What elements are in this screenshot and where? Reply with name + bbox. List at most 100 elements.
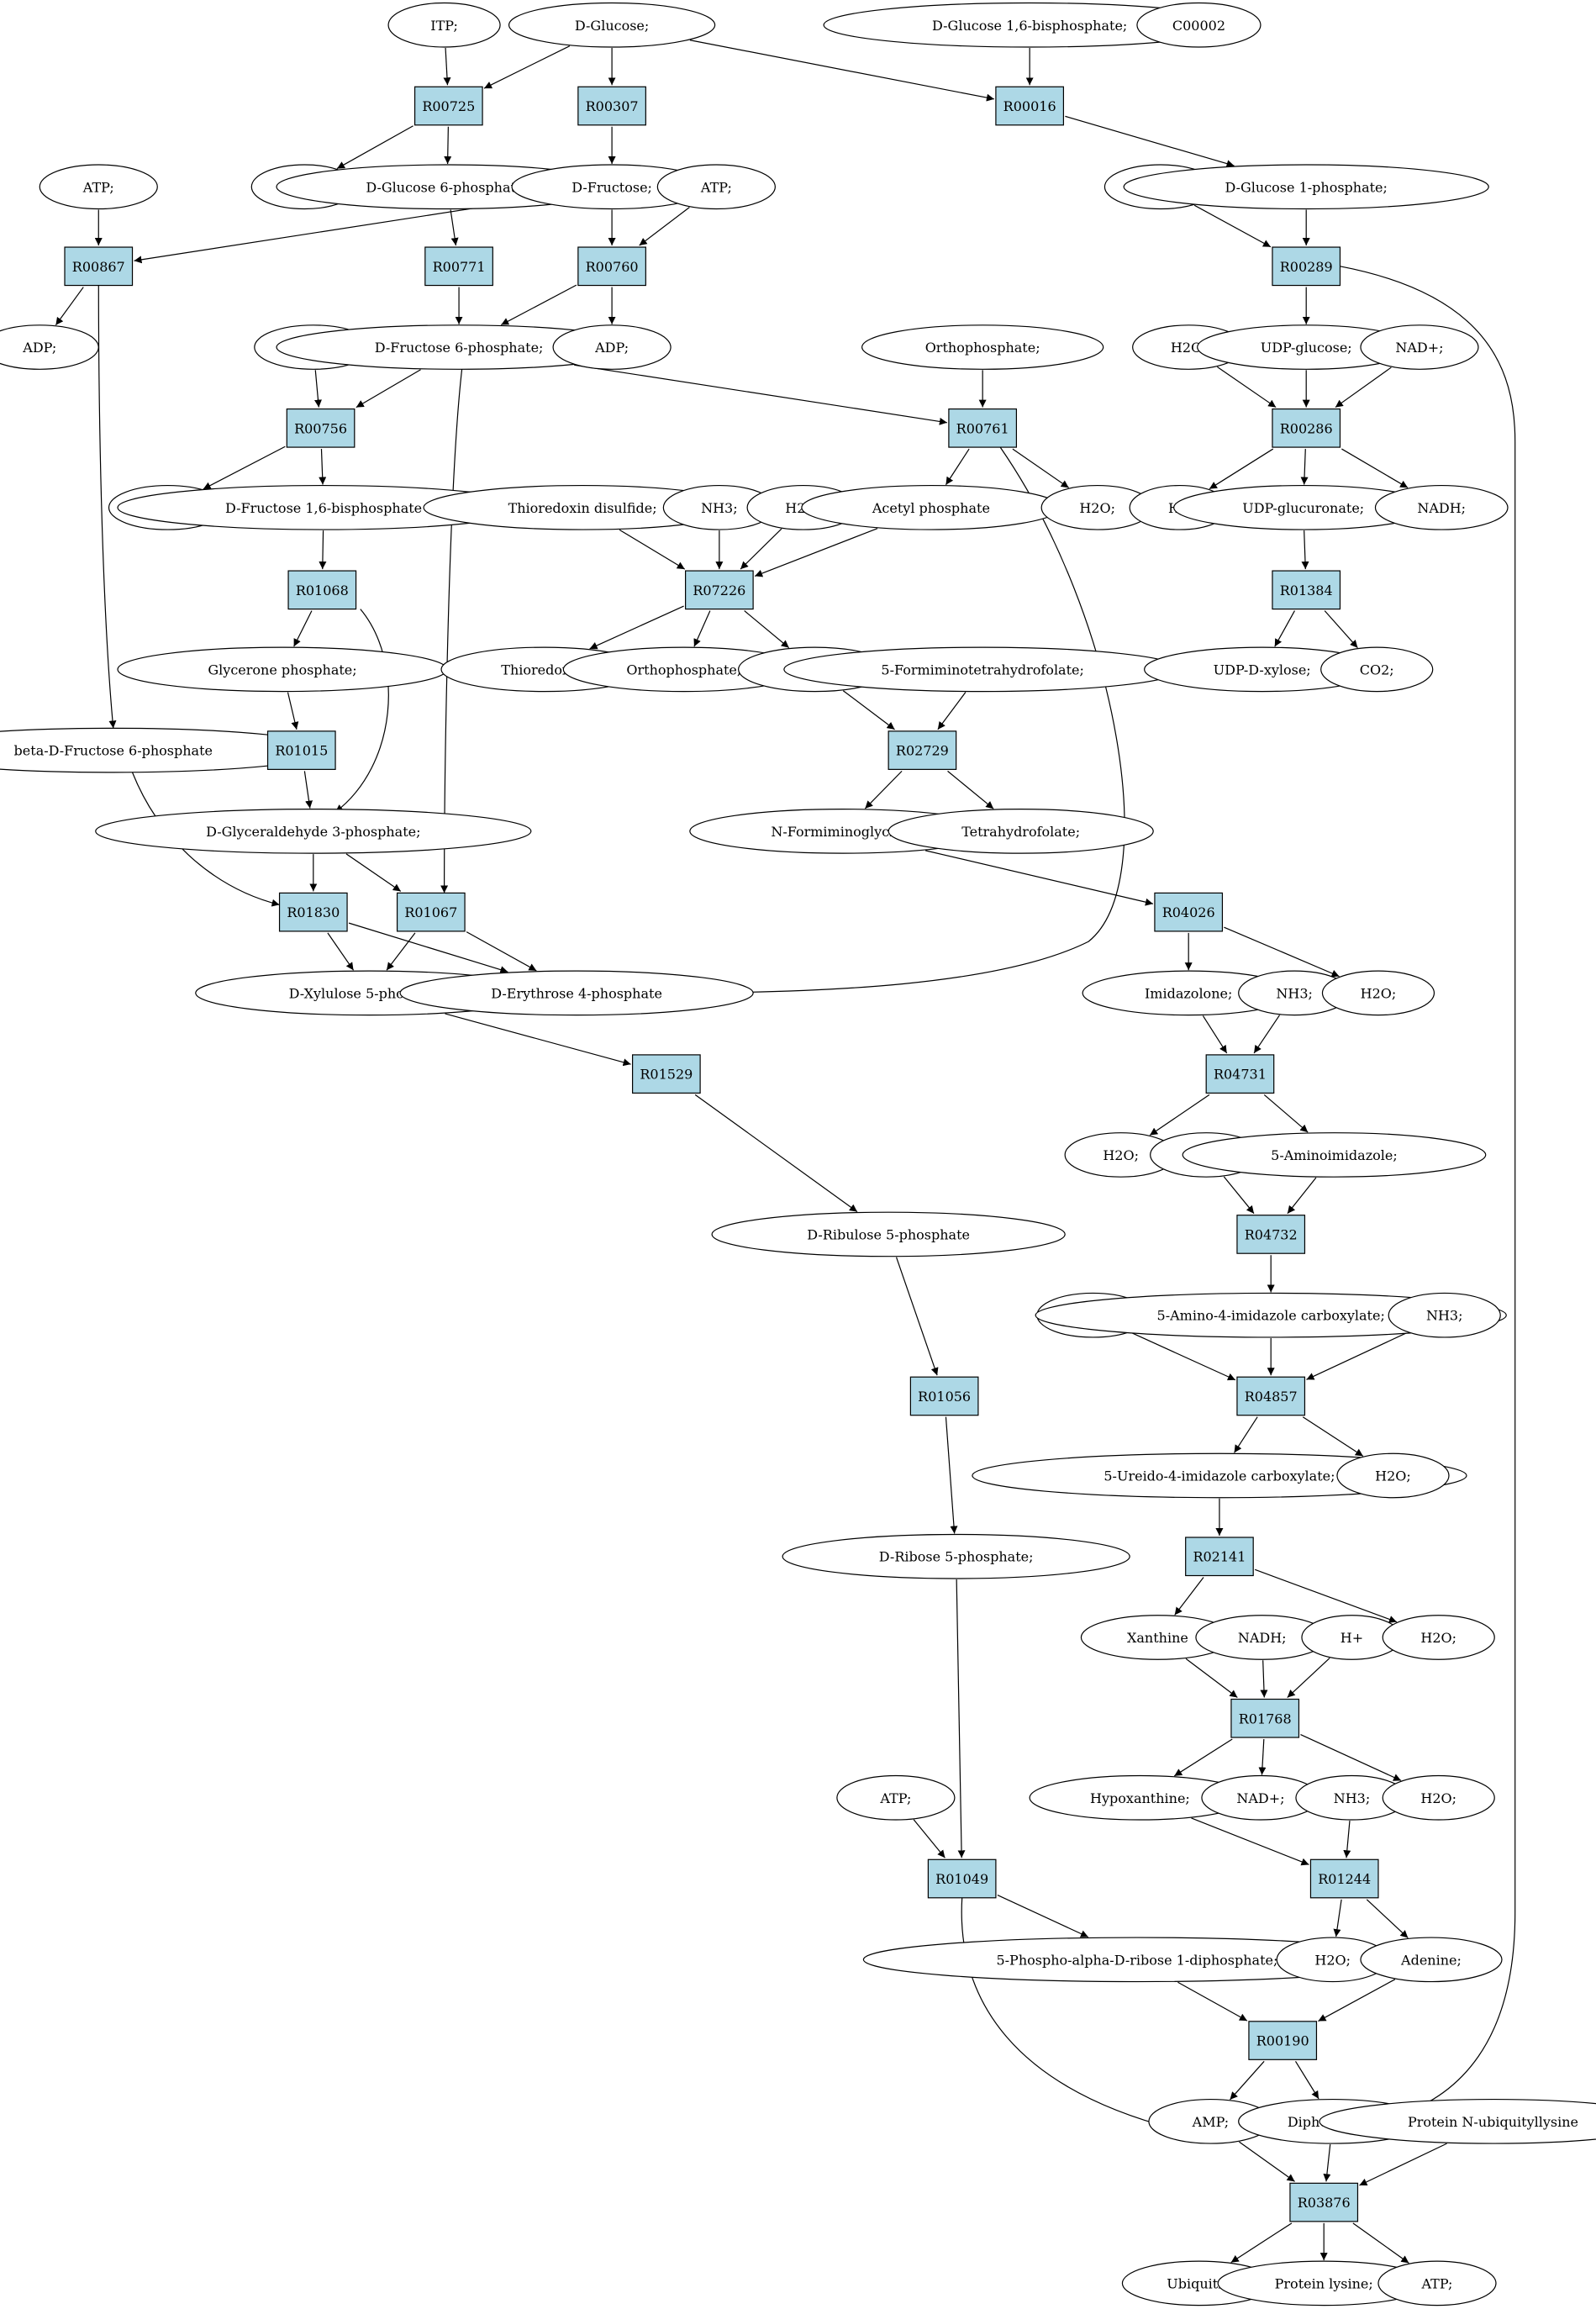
compound-node[interactable]: 5-Phospho-alpha-D-ribose 1-diphosphate; xyxy=(862,1937,1412,1983)
reaction-node[interactable]: R01244 xyxy=(1309,1858,1379,1899)
compound-node[interactable]: NH3; xyxy=(1388,1292,1501,1338)
node-label: D-Glucose; xyxy=(575,18,649,34)
reaction-box xyxy=(1248,2021,1318,2060)
compound-node[interactable]: Imidazolone; xyxy=(1082,970,1295,1016)
reaction-box xyxy=(266,730,336,770)
compound-node[interactable]: Protein N-ubiquityllysine xyxy=(1319,2098,1596,2144)
reaction-node[interactable]: R03876 xyxy=(1289,2182,1359,2222)
compound-node[interactable]: D-Fructose; xyxy=(511,164,713,210)
compound-node[interactable]: 5-Ureido-4-imidazole carboxylate; xyxy=(972,1452,1467,1499)
reaction-node[interactable]: R00307 xyxy=(577,86,646,126)
compound-node[interactable]: UDP-glucuronate; xyxy=(1173,484,1434,530)
reaction-node[interactable]: R04857 xyxy=(1236,1376,1306,1416)
reaction-node[interactable]: R00286 xyxy=(1272,408,1341,448)
reaction-node[interactable]: R00016 xyxy=(995,86,1065,126)
compound-node[interactable]: D-Glucose; xyxy=(508,2,716,48)
compound-node[interactable]: beta-D-Fructose 6-phosphate xyxy=(0,727,332,773)
compound-node[interactable]: NADH; xyxy=(1374,484,1509,530)
compound-node[interactable]: ADP; xyxy=(0,324,99,370)
compound-node[interactable]: D-Ribulose 5-phosphate xyxy=(711,1211,1066,1257)
compound-node[interactable]: H2O; xyxy=(1321,970,1435,1016)
compound-node[interactable]: H+ xyxy=(1301,1615,1403,1660)
reaction-node[interactable]: R01768 xyxy=(1230,1698,1300,1738)
node-label: Orthophosphate; xyxy=(626,662,741,677)
compound-node[interactable]: H2O; xyxy=(1336,1452,1450,1499)
reaction-node[interactable]: R00190 xyxy=(1248,2021,1318,2060)
compound-node[interactable]: ATP; xyxy=(656,164,776,210)
reaction-node[interactable]: R04731 xyxy=(1205,1054,1275,1094)
reaction-box xyxy=(1272,246,1341,287)
compound-node[interactable]: NADH; xyxy=(1195,1615,1330,1660)
compound-node[interactable]: Hypoxanthine; xyxy=(1029,1774,1251,1821)
compound-node[interactable]: D-Glucose 1-phosphate; xyxy=(1123,164,1489,210)
reaction-node[interactable]: R04732 xyxy=(1236,1215,1306,1254)
compound-node[interactable]: UDP-glucose; xyxy=(1197,324,1416,370)
edge-n_acetylp-to-r_R07226 xyxy=(754,528,878,577)
reaction-node[interactable]: R01830 xyxy=(278,892,348,932)
compound-node[interactable]: 5-Formiminotetrahydrofolate; xyxy=(783,646,1183,693)
reaction-node[interactable]: R07226 xyxy=(685,570,754,610)
reaction-node[interactable]: R01068 xyxy=(287,570,357,610)
compound-node[interactable]: ITP; xyxy=(387,2,501,48)
edge-n_diphosphate-to-r_R03876 xyxy=(1323,2144,1331,2182)
reaction-node[interactable]: R01384 xyxy=(1272,570,1341,610)
compound-node[interactable]: Tetrahydrofolate; xyxy=(888,809,1154,854)
compound-node[interactable]: ADP; xyxy=(552,324,672,370)
reaction-node[interactable]: R00760 xyxy=(577,246,646,287)
reaction-box xyxy=(1154,892,1224,932)
reaction-node[interactable]: R00756 xyxy=(286,408,356,448)
reaction-node[interactable]: R01067 xyxy=(396,892,466,932)
edge-r_R01768-to-n_h2o8 xyxy=(1300,1734,1402,1781)
compound-node[interactable]: Acetyl phosphate xyxy=(801,484,1061,530)
compound-node[interactable]: CO2; xyxy=(1320,646,1434,693)
compound-node[interactable]: H2O; xyxy=(1382,1615,1495,1660)
reaction-box xyxy=(1205,1054,1275,1094)
compound-node[interactable]: Xanthine xyxy=(1080,1615,1235,1660)
reaction-box xyxy=(1289,2182,1359,2222)
compound-node[interactable]: Orthophosphate; xyxy=(861,324,1104,370)
node-label: beta-D-Fructose 6-phosphate xyxy=(14,743,213,759)
reaction-node[interactable]: R01049 xyxy=(927,1858,997,1899)
compound-node[interactable]: D-Erythrose 4-phosphate xyxy=(399,970,754,1016)
compound-node[interactable]: Adenine; xyxy=(1360,1937,1503,1983)
edge-r_R00286-to-n_hplus1 xyxy=(1209,448,1274,490)
compound-node[interactable]: ATP; xyxy=(1377,2260,1497,2306)
compound-node[interactable]: 5-Amino-4-imidazole carboxylate; xyxy=(1035,1292,1507,1338)
edge-r_R00756-to-n_adp3 xyxy=(203,445,286,490)
compound-node[interactable]: H2O; xyxy=(1382,1774,1495,1821)
compound-node[interactable]: D-Fructose 1,6-bisphosphate xyxy=(117,484,530,530)
compound-node[interactable]: H2O; xyxy=(1064,1132,1177,1178)
compound-node[interactable]: H2O; xyxy=(1276,1937,1389,1983)
edge-r_R04731-to-n_h2o5 xyxy=(1149,1094,1210,1136)
reaction-node[interactable]: R00761 xyxy=(948,408,1018,448)
compound-node[interactable]: NAD+; xyxy=(1201,1774,1320,1821)
edge-r_R00761-to-n_h2o3 xyxy=(1012,448,1070,488)
reaction-node[interactable]: R04026 xyxy=(1154,892,1224,932)
edge-r_R01830-to-n_dx5p xyxy=(327,932,355,971)
compound-node[interactable]: Thioredoxin disulfide; xyxy=(423,484,742,530)
reaction-node[interactable]: R00289 xyxy=(1272,246,1341,287)
compound-node[interactable]: NAD+; xyxy=(1360,324,1479,370)
reaction-node[interactable]: R01529 xyxy=(631,1054,701,1094)
reaction-node[interactable]: R01015 xyxy=(266,730,336,770)
compound-node[interactable]: Glycerone phosphate; xyxy=(117,646,448,693)
reaction-node[interactable]: R02729 xyxy=(888,730,957,770)
node-label: ITP; xyxy=(430,18,458,34)
reaction-node[interactable]: R02141 xyxy=(1185,1537,1254,1577)
compound-node[interactable]: C00002 xyxy=(1136,2,1262,48)
compound-node[interactable]: ATP; xyxy=(39,164,158,210)
compound-node[interactable]: NH3; xyxy=(1295,1774,1409,1821)
reaction-node[interactable]: R00867 xyxy=(64,246,134,287)
reaction-node[interactable]: R00725 xyxy=(413,86,483,126)
compound-node[interactable]: D-Ribose 5-phosphate; xyxy=(782,1533,1130,1579)
node-label: 5-Aminoimidazole; xyxy=(1271,1147,1398,1163)
compound-node[interactable]: ATP; xyxy=(836,1774,956,1821)
node-label: H2O; xyxy=(1079,500,1115,516)
compound-node[interactable]: H2O; xyxy=(1040,484,1154,530)
compound-node[interactable]: 5-Aminoimidazole; xyxy=(1182,1132,1487,1178)
reaction-node[interactable]: R01056 xyxy=(909,1376,979,1416)
node-label: R00756 xyxy=(294,420,347,436)
reaction-node[interactable]: R00771 xyxy=(424,246,493,287)
compound-node[interactable]: Orthophosphate; xyxy=(562,646,805,693)
compound-node[interactable]: D-Glyceraldehyde 3-phosphate; xyxy=(95,809,532,854)
